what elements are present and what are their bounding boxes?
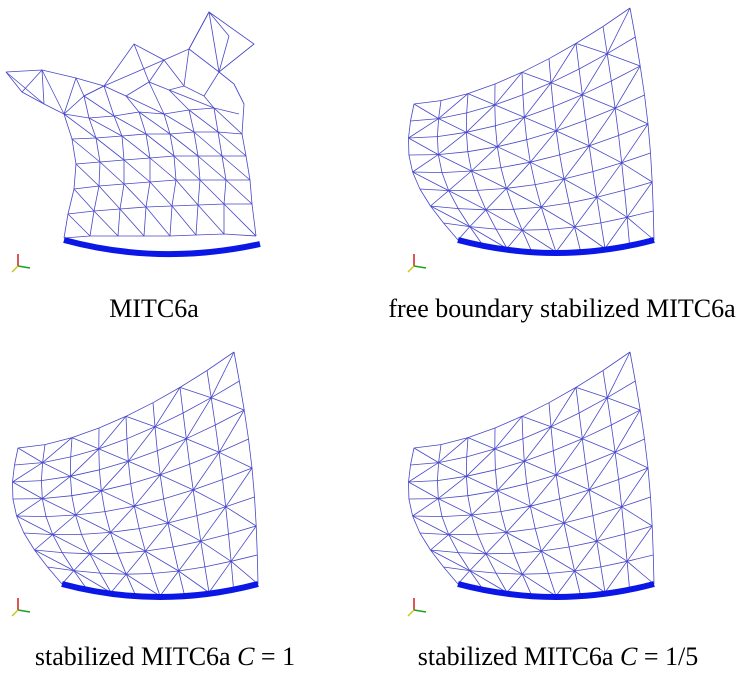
axis-triad-icon (11, 254, 31, 273)
mesh-plot (11, 351, 259, 617)
caption-free-boundary-stabilized: free boundary stabilized MITC6a (388, 294, 736, 323)
caption-mitc6a: MITC6a (109, 294, 199, 323)
clamped-boundary (457, 237, 655, 256)
mesh-panel-stabilized-c1-5 (400, 348, 660, 638)
triangular-mesh (408, 7, 655, 253)
axis-triad-icon (11, 598, 31, 617)
triangular-mesh (408, 351, 655, 597)
axis-triad-icon (407, 598, 427, 617)
triangular-mesh (12, 351, 259, 597)
clamped-boundary (457, 581, 655, 600)
triangular-mesh (5, 11, 257, 239)
caption-stabilized-c1-5: stabilized MITC6a C = 1/5 (417, 642, 699, 671)
clamped-boundary (61, 581, 259, 600)
mesh-panel-mitc6a: MITC6a (4, 4, 264, 323)
mesh-panel-stabilized-c1 (4, 348, 264, 638)
clamped-boundary (63, 237, 261, 258)
caption-stabilized-c1: stabilized MITC6a C = 1 (34, 642, 296, 671)
mesh-plot (407, 351, 655, 617)
mesh-plot (407, 7, 655, 273)
mesh-plot (5, 11, 261, 273)
mesh-panel-free-boundary-stabilized (400, 4, 660, 294)
axis-triad-icon (407, 254, 427, 273)
